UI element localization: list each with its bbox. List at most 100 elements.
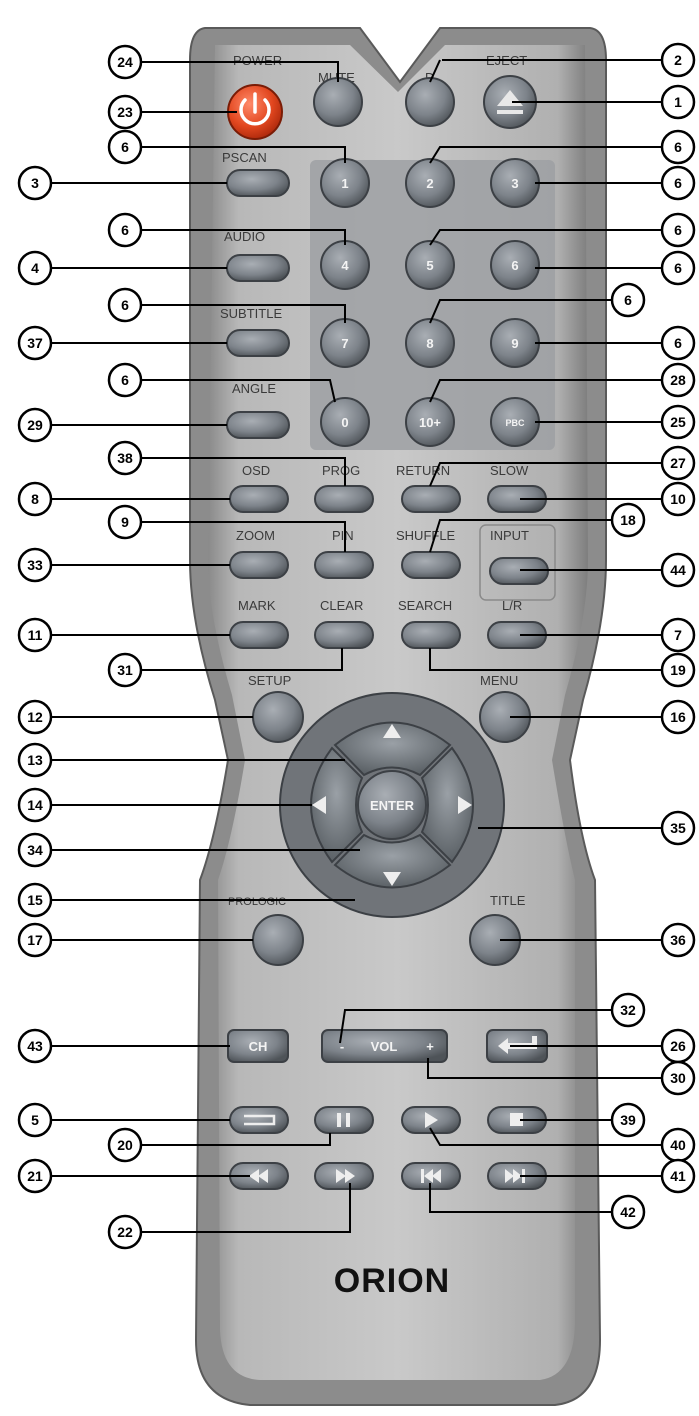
label-search: SEARCH [398, 598, 452, 613]
key-1[interactable]: 1 [321, 159, 369, 207]
prog-button[interactable] [315, 486, 373, 512]
callout-16: 16 [662, 701, 694, 733]
zoom-button[interactable] [230, 552, 288, 578]
callout-30: 30 [662, 1062, 694, 1094]
callout-6b: 6 [662, 131, 694, 163]
label-audio: AUDIO [224, 229, 265, 244]
callout-12: 12 [19, 701, 51, 733]
key-7-text: 7 [341, 336, 348, 351]
callout-36: 36 [662, 924, 694, 956]
pin-button[interactable] [315, 552, 373, 578]
label-clear: CLEAR [320, 598, 363, 613]
callout-9: 9 [109, 506, 141, 538]
svg-text:6: 6 [674, 260, 682, 276]
callout-35: 35 [662, 812, 694, 844]
audio-button[interactable] [227, 255, 289, 281]
return-button[interactable] [402, 486, 460, 512]
osd-button[interactable] [230, 486, 288, 512]
subtitle-button[interactable] [227, 330, 289, 356]
svg-text:7: 7 [674, 627, 682, 643]
callout-10: 10 [662, 483, 694, 515]
svg-text:27: 27 [670, 455, 686, 471]
svg-text:35: 35 [670, 820, 686, 836]
key-2[interactable]: 2 [406, 159, 454, 207]
key-3-text: 3 [511, 176, 518, 191]
mark-button[interactable] [230, 622, 288, 648]
navigation-pad: ENTER [280, 693, 504, 917]
callout-41: 41 [662, 1160, 694, 1192]
key-6[interactable]: 6 [491, 241, 539, 289]
callout-11: 11 [19, 619, 51, 651]
key-8[interactable]: 8 [406, 319, 454, 367]
svg-text:13: 13 [27, 752, 43, 768]
svg-text:3: 3 [31, 175, 39, 191]
callout-2: 2 [662, 44, 694, 76]
key-3[interactable]: 3 [491, 159, 539, 207]
callout-40: 40 [662, 1129, 694, 1161]
key-10-plus[interactable]: 10+ [406, 398, 454, 446]
svg-text:29: 29 [27, 417, 43, 433]
key-4[interactable]: 4 [321, 241, 369, 289]
label-lr: L/R [502, 598, 522, 613]
svg-text:15: 15 [27, 892, 43, 908]
svg-text:39: 39 [620, 1112, 636, 1128]
svg-text:6: 6 [121, 372, 129, 388]
callout-23: 23 [109, 96, 141, 128]
callout-6c: 6 [662, 167, 694, 199]
shuffle-button[interactable] [402, 552, 460, 578]
callout-44: 44 [662, 554, 694, 586]
search-button[interactable] [402, 622, 460, 648]
key-6-text: 6 [511, 258, 518, 273]
ch-button[interactable]: CH [228, 1030, 288, 1062]
mute-button[interactable] [314, 78, 362, 126]
pscan-button[interactable] [227, 170, 289, 196]
svg-text:43: 43 [27, 1038, 43, 1054]
svg-text:6: 6 [674, 175, 682, 191]
clear-button[interactable] [315, 622, 373, 648]
svg-text:8: 8 [31, 491, 39, 507]
callout-33: 33 [19, 549, 51, 581]
prologic-button[interactable] [253, 915, 303, 965]
ch-text: CH [249, 1039, 268, 1054]
key-9[interactable]: 9 [491, 319, 539, 367]
d-button[interactable] [406, 78, 454, 126]
svg-text:38: 38 [117, 450, 133, 466]
key-7[interactable]: 7 [321, 319, 369, 367]
callout-18: 18 [612, 504, 644, 536]
label-input: INPUT [490, 528, 529, 543]
svg-text:42: 42 [620, 1204, 636, 1220]
callout-26: 26 [662, 1030, 694, 1062]
callout-5: 5 [19, 1104, 51, 1136]
label-menu: MENU [480, 673, 518, 688]
setup-button[interactable] [253, 692, 303, 742]
callout-6f: 6 [662, 252, 694, 284]
label-osd: OSD [242, 463, 270, 478]
callout-32: 32 [612, 994, 644, 1026]
brand-logo: ORION [334, 1262, 450, 1300]
callout-21: 21 [19, 1160, 51, 1192]
label-pin: PIN [332, 528, 354, 543]
key-0-text: 0 [341, 415, 348, 430]
key-5[interactable]: 5 [406, 241, 454, 289]
fast-forward-button[interactable] [315, 1163, 373, 1189]
enter-text: ENTER [370, 798, 415, 813]
callout-34: 34 [19, 834, 51, 866]
pause-button[interactable] [315, 1107, 373, 1133]
callout-1: 1 [662, 86, 694, 118]
callout-14: 14 [19, 789, 51, 821]
callout-6a: 6 [109, 131, 141, 163]
label-return: RETURN [396, 463, 450, 478]
enter-button[interactable]: ENTER [358, 771, 426, 839]
repeat-button[interactable] [230, 1107, 288, 1133]
key-0[interactable]: 0 [321, 398, 369, 446]
label-setup: SETUP [248, 673, 291, 688]
label-mark: MARK [238, 598, 276, 613]
angle-button[interactable] [227, 412, 289, 438]
svg-text:23: 23 [117, 104, 133, 120]
pbc-button[interactable]: PBC [491, 398, 539, 446]
callout-6g: 6 [109, 289, 141, 321]
pbc-text: PBC [505, 418, 525, 428]
svg-text:9: 9 [121, 514, 129, 530]
label-angle: ANGLE [232, 381, 276, 396]
label-zoom: ZOOM [236, 528, 275, 543]
